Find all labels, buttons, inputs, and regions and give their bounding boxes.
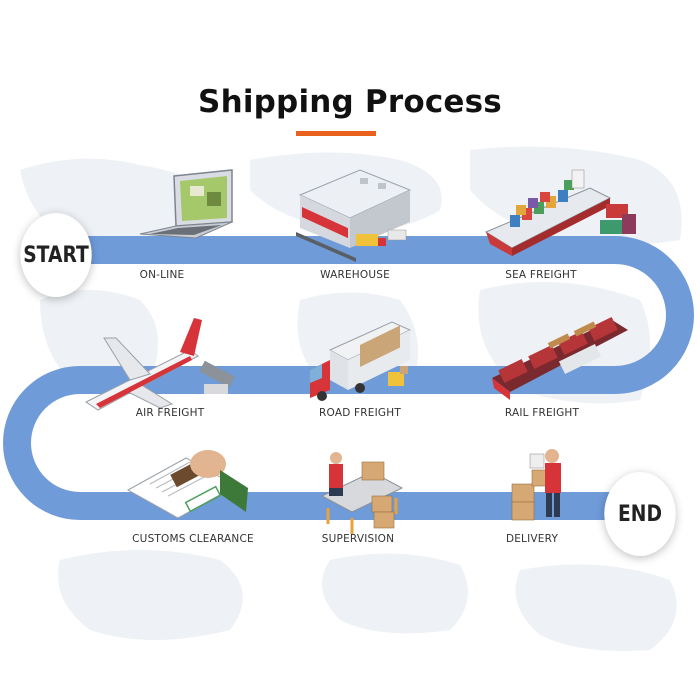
train-icon	[492, 317, 628, 400]
warehouse-icon	[296, 169, 412, 262]
delivery-person-icon	[511, 449, 561, 521]
start-badge: START	[20, 213, 92, 297]
step-label-supervision: SUPERVISION	[321, 533, 395, 545]
title-underline	[296, 131, 376, 136]
step-label-delivery: DELIVERY	[505, 533, 559, 545]
step-label-sea-freight: SEA FREIGHT	[505, 269, 577, 281]
laptop-icon	[139, 169, 233, 239]
step-label-road-freight: ROAD FREIGHT	[319, 407, 401, 419]
conveyor-worker-icon	[320, 452, 404, 534]
step-label-customs-clearance: CUSTOMS CLEARANCE	[132, 533, 254, 545]
stamp-document-icon	[126, 450, 248, 519]
cargo-ship-icon	[484, 169, 636, 256]
step-label-online: ON-LINE	[139, 269, 185, 281]
truck-icon	[310, 321, 412, 401]
end-badge: END	[604, 472, 676, 556]
step-label-air-freight: AIR FREIGHT	[135, 407, 205, 419]
start-label: START	[23, 242, 89, 268]
step-label-warehouse: WAREHOUSE	[320, 269, 390, 281]
end-label: END	[618, 501, 662, 527]
page-title: Shipping Process	[198, 84, 502, 120]
step-label-rail-freight: RAIL FREIGHT	[504, 407, 580, 419]
airplane-icon	[85, 318, 235, 411]
